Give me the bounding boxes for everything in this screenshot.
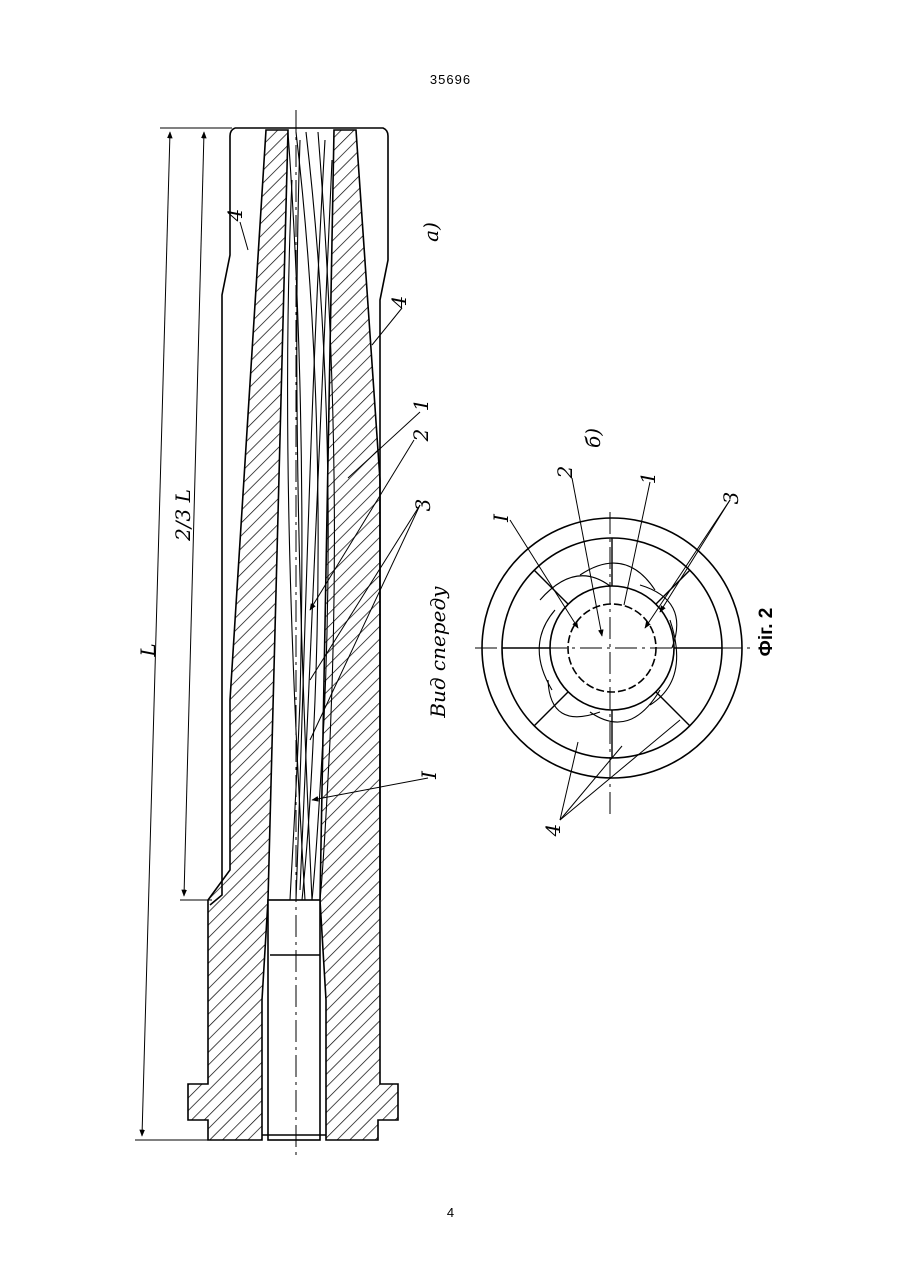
label-2-a: 2 [409,429,433,443]
figure-caption: Фіг. 2 [756,608,777,657]
dim-L-line [142,132,170,1136]
longitudinal-section [135,110,428,1160]
label-b: б) [581,428,605,448]
label-I-a: I [417,770,441,780]
label-4-b: 4 [541,824,565,838]
label-3-b: 3 [719,492,743,505]
label-2-b: 2 [553,466,577,480]
bore [268,900,320,1140]
label-3-a: 3 [411,499,435,512]
label-4-top: 4 [223,209,247,223]
label-a: а) [419,222,443,242]
view-title: Вид спереду [426,586,450,719]
label-1-b: 1 [636,472,660,485]
front-view [475,478,752,820]
label-L: L [136,643,160,657]
label-1-a: 1 [409,399,433,412]
label-2-3L: 2/3 L [171,489,195,542]
label-I-b: I [489,513,513,523]
label-4-right: 4 [387,296,411,310]
